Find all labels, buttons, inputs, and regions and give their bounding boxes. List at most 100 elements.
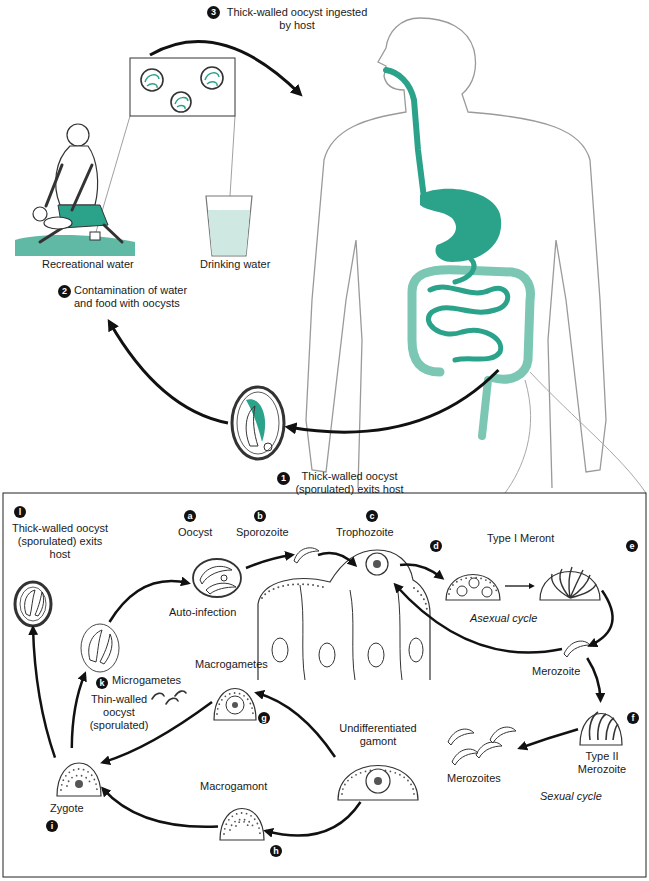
cycle-arrow <box>150 42 300 94</box>
rectum <box>482 380 488 436</box>
cycle-arrow <box>288 370 498 432</box>
stage-label: Thick-walled oocyst (sporulated) exits h… <box>292 470 407 496</box>
cycle-label: Sexual cycle <box>540 790 602 803</box>
oocyst-sporozoite <box>205 73 219 86</box>
cell-wall <box>300 585 402 680</box>
stage-label: Macrogametes <box>195 658 268 671</box>
small-intestine <box>428 287 507 360</box>
trophozoite-nucleus <box>373 560 381 568</box>
stipple <box>449 578 497 595</box>
stipple <box>342 770 414 794</box>
stage-node: Zygote <box>55 748 103 796</box>
merozoites-in-meront <box>589 712 618 740</box>
callout-letter: g <box>258 712 270 724</box>
callout-letter: c <box>366 510 378 522</box>
sporozoite <box>89 630 112 664</box>
stage-node: Thick-walled oocyst (sporulated) exits h… <box>12 580 54 628</box>
cycle-arrow <box>587 658 600 700</box>
gamont <box>366 769 390 793</box>
water-scene <box>15 58 252 256</box>
oocyst <box>201 67 223 89</box>
stage-label: Thick-walled oocyst (sporulated) exits h… <box>10 522 110 561</box>
stage-node: Type I Meront <box>442 553 602 603</box>
oocyst-a <box>193 559 241 597</box>
stipple <box>61 769 97 790</box>
microvilli <box>262 584 427 612</box>
callout-letter: h <box>270 845 282 857</box>
merozoite <box>564 641 590 657</box>
stage-label: Merozoite <box>532 665 580 678</box>
macrogamete <box>214 689 256 721</box>
macrogamete-nucleus <box>232 702 238 708</box>
oocyst-exit-node: Thick-walled oocyst (sporulated) exits h… <box>228 383 288 463</box>
oocyst-wall <box>193 559 241 597</box>
stage-label: Drinking water <box>200 258 270 271</box>
stipple <box>217 693 253 714</box>
merozoite <box>476 742 502 758</box>
stage-label: Microgametes <box>112 674 181 687</box>
cycle-arrow <box>400 565 442 578</box>
stage-node: Macrogamont <box>218 795 266 840</box>
stage-node: Thin-walled oocyst (sporulated) <box>78 622 123 674</box>
stage-label: Sporozoite <box>236 526 289 539</box>
stage-node: Oocyst <box>188 553 246 603</box>
stage-node: Macrogametes <box>212 675 257 720</box>
callout-letter: k <box>96 677 108 689</box>
nucleus <box>482 587 492 597</box>
cycle-arrow <box>246 555 292 568</box>
water-scene-node: Recreational waterDrinking waterContamin… <box>15 55 285 322</box>
undifferentiated-gamont <box>338 766 418 801</box>
stage-label: Merozoites <box>447 772 501 785</box>
man-limbs <box>40 165 122 242</box>
host-figure <box>306 18 646 493</box>
oocyst-sporozoite <box>145 75 159 88</box>
host-figure-node: Thick-walled oocyst ingested by host <box>300 25 620 370</box>
baby-body <box>44 217 72 229</box>
sporozoite <box>246 406 258 446</box>
duodenum <box>455 258 474 282</box>
stage-node: Trophozoite <box>355 545 400 585</box>
type-two-meront <box>580 712 622 745</box>
epithelium-outline <box>258 550 430 680</box>
cycle-arrow <box>266 802 361 836</box>
edge-label: Auto-infection <box>168 606 237 619</box>
oocyst-inset <box>130 58 235 116</box>
zygote-nucleus <box>75 780 83 788</box>
stage-node: Sporozoite <box>292 545 318 565</box>
merozoites <box>448 727 516 765</box>
stage-label: Zygote <box>50 802 84 815</box>
cycle-arrow <box>318 553 355 565</box>
nucleus <box>272 638 288 662</box>
sporozoite <box>200 566 236 594</box>
stage-label: Thick-walled oocyst ingested by host <box>222 6 372 32</box>
callout-number: 3 <box>207 6 220 19</box>
cycle-arrow <box>590 591 613 646</box>
sporozoite <box>25 590 44 616</box>
oocyst-wall <box>232 387 284 459</box>
nucleus <box>457 586 467 596</box>
gamont-dome <box>220 809 264 841</box>
stage-label: Oocyst <box>178 526 212 539</box>
cycle-arrow <box>33 628 55 758</box>
body-outline <box>306 18 606 488</box>
nucleus <box>469 578 479 588</box>
oocyst <box>141 69 163 91</box>
zoom-line <box>530 372 646 493</box>
meront-dome <box>446 575 500 601</box>
oocyst-wall <box>81 624 119 672</box>
callout-letter: e <box>626 540 638 552</box>
callout-letter: i <box>46 820 58 832</box>
oocyst-sporozoite <box>175 98 188 109</box>
merozoite <box>448 729 474 745</box>
exiting-oocyst <box>232 387 284 459</box>
stage-label: Contamination of water and food with ooc… <box>74 284 199 310</box>
type-one-meront <box>446 567 600 600</box>
oocyst-inner-wall <box>20 587 46 621</box>
macrogamont <box>220 809 264 841</box>
gamont-dome <box>338 766 418 801</box>
colon <box>412 270 530 380</box>
